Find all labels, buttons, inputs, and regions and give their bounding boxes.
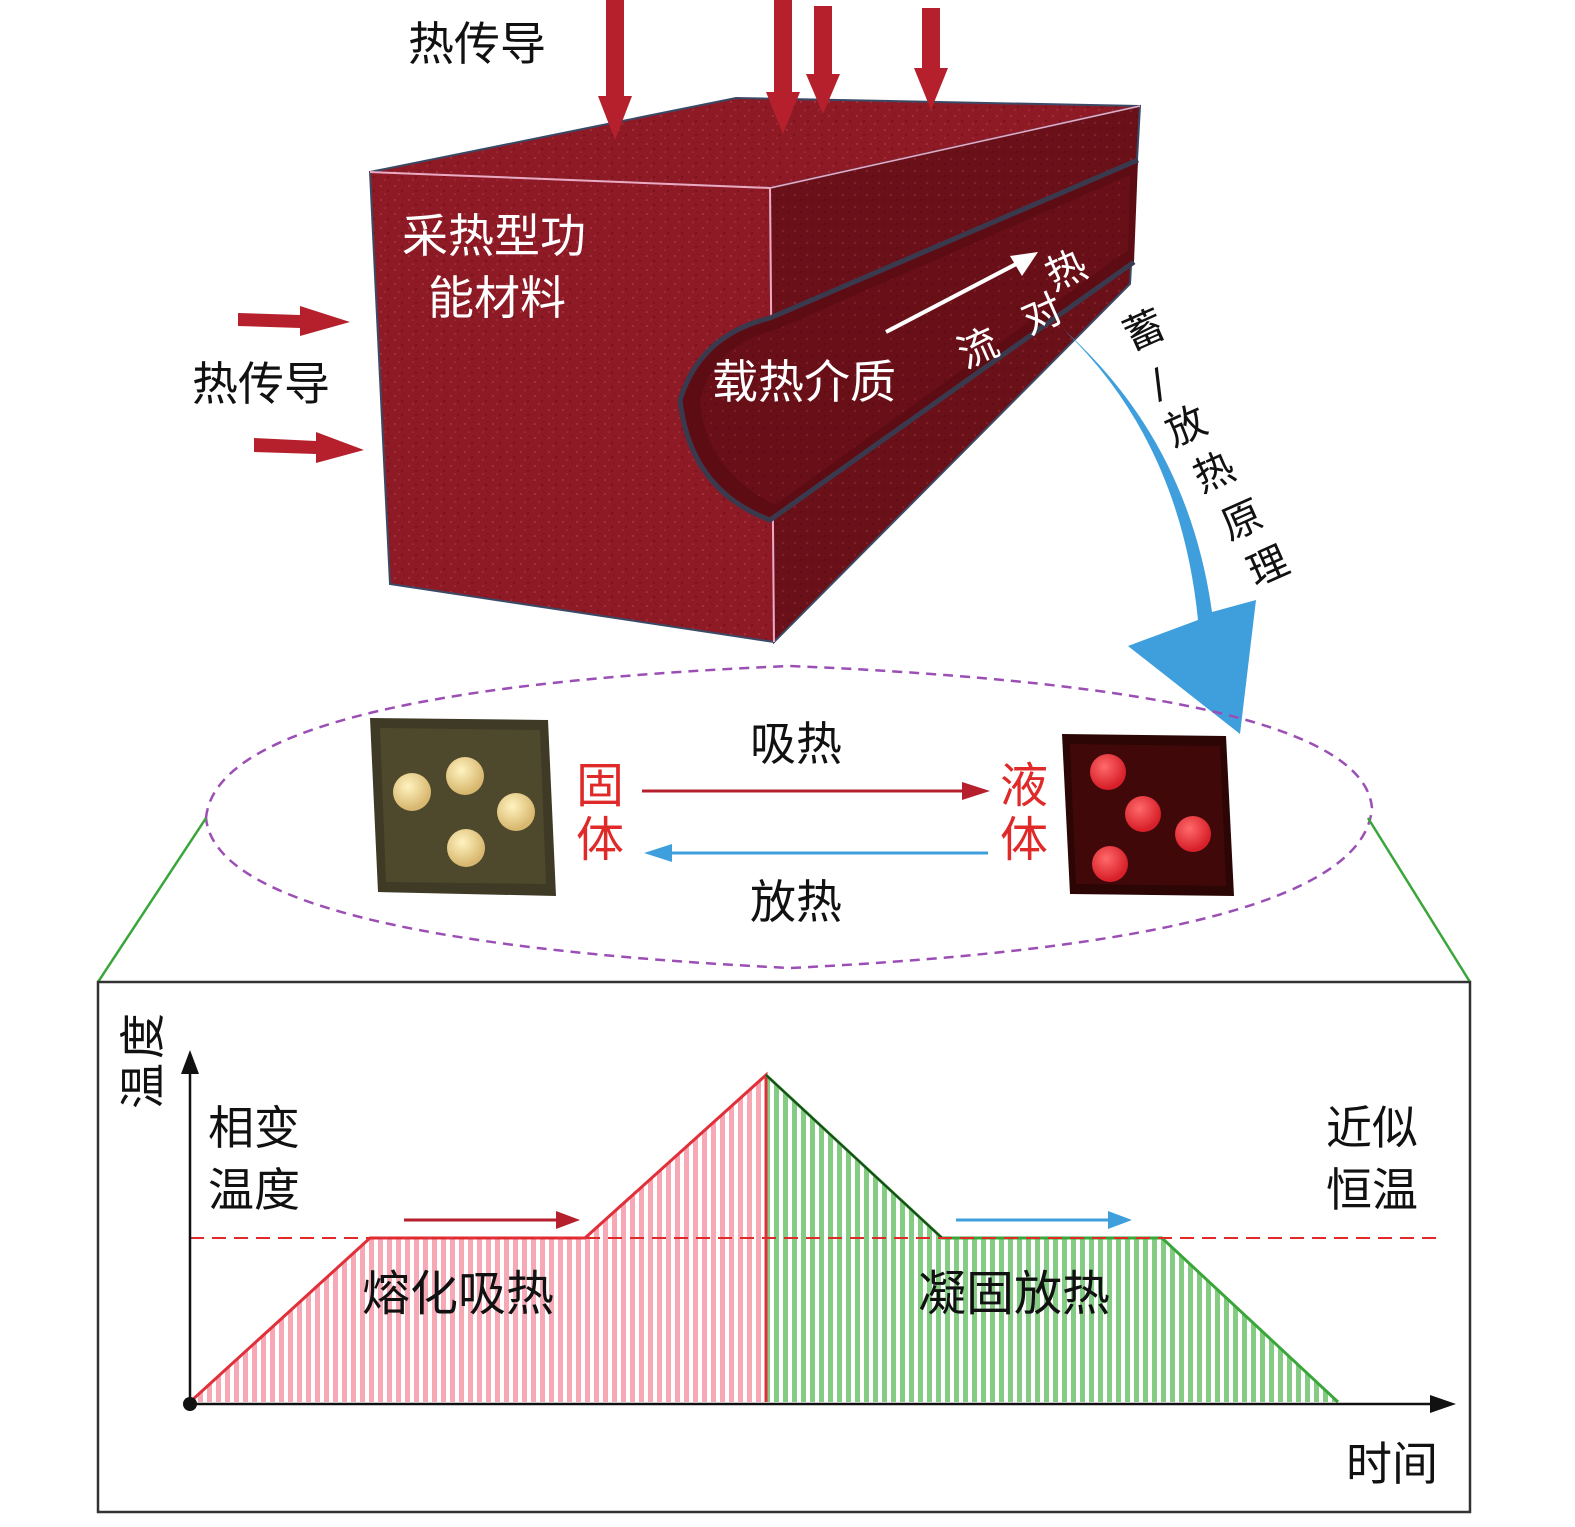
origin-dot [183, 1397, 197, 1411]
x-axis-label: 时间 [1346, 1437, 1438, 1491]
label-principle-3: 放 [1159, 398, 1214, 456]
label-conduction-top: 热传导 [408, 17, 546, 71]
label-solid: 固 体 [576, 758, 624, 868]
label-principle: 蓄 / 放 热 原 理 [1117, 302, 1296, 596]
label-liquid-2: 体 [1000, 812, 1048, 868]
solidify-label: 凝固放热 [918, 1266, 1110, 1322]
label-principle-6: 理 [1241, 538, 1296, 596]
label-liquid-1: 液 [1000, 758, 1048, 814]
label-principle-2: / [1143, 360, 1174, 408]
phase-temp-label-2: 温度 [208, 1163, 300, 1217]
label-conduction-left: 热传导 [192, 357, 330, 411]
phase-temp-label-1: 相变 [208, 1101, 300, 1155]
const-temp-label-1: 近似 [1326, 1101, 1418, 1155]
zoom-line-left [98, 818, 206, 982]
label-liquid: 液 体 [1000, 758, 1048, 868]
label-release: 放热 [750, 875, 842, 929]
label-principle-4: 热 [1187, 444, 1242, 502]
solid-sample-image [370, 718, 556, 896]
melt-label: 熔化吸热 [362, 1266, 554, 1322]
absorb-arrow [642, 782, 990, 800]
label-medium: 载热介质 [712, 355, 896, 409]
y-axis-label-1: 温 [116, 1063, 170, 1109]
label-absorb: 吸热 [750, 717, 842, 771]
liquid-sample-image [1062, 734, 1234, 896]
label-material-line2: 能材料 [428, 271, 566, 325]
y-axis-label-2: 度 [116, 1013, 170, 1059]
const-temp-label-2: 恒温 [1326, 1163, 1418, 1217]
label-principle-5: 原 [1215, 492, 1270, 550]
zoom-line-right [1368, 818, 1470, 982]
label-solid-2: 体 [576, 812, 624, 868]
label-principle-1: 蓄 [1117, 302, 1172, 360]
label-solid-1: 固 [576, 758, 624, 814]
release-arrow [644, 844, 988, 862]
label-material-line1: 采热型功 [402, 209, 586, 263]
